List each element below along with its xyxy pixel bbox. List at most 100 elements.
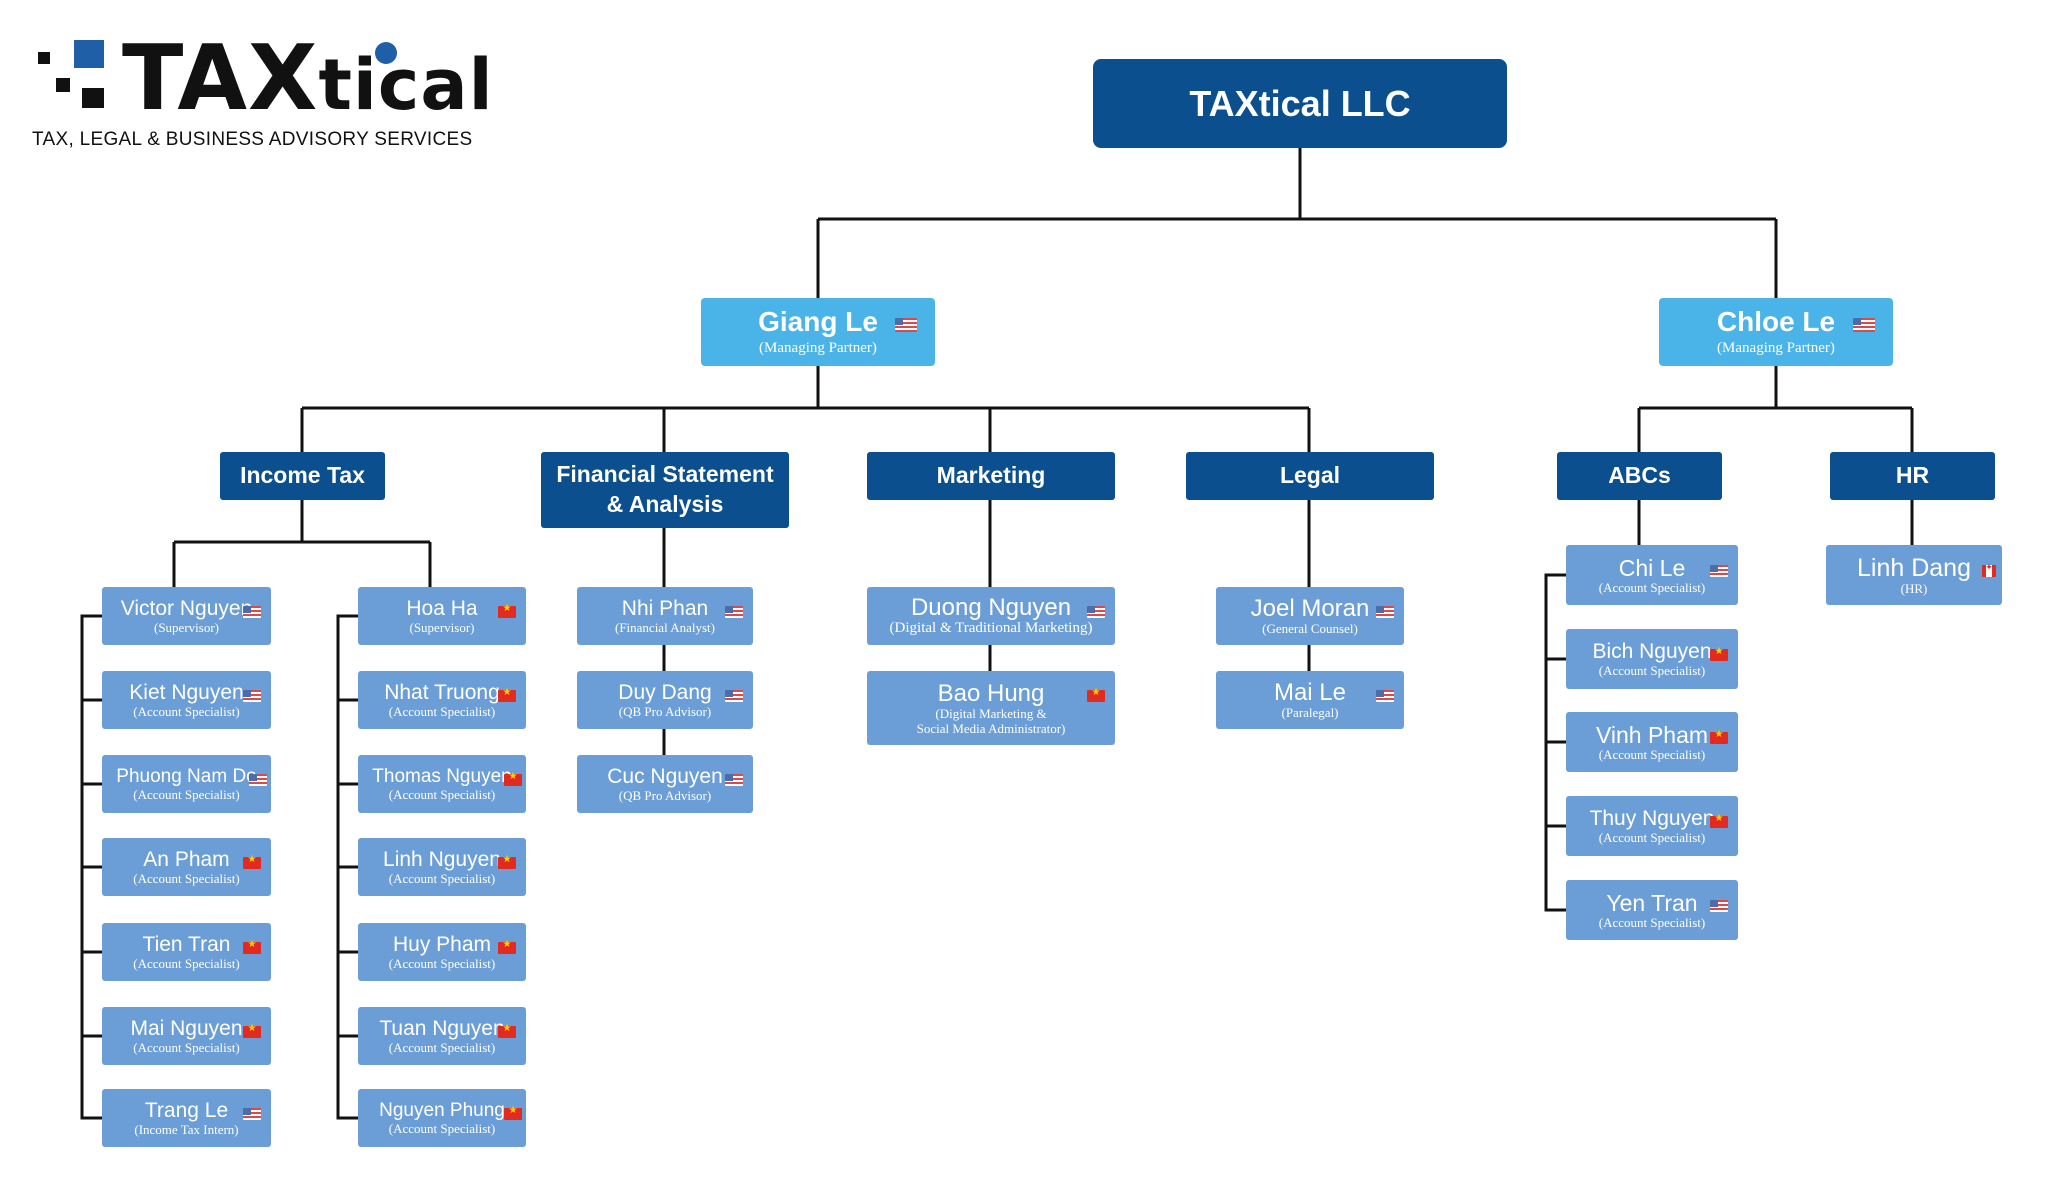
department-label: Marketing [936,462,1046,489]
employee-name: Mai Le [1273,679,1347,707]
us-flag-icon [725,606,743,618]
employee-card: An Pham (Account Specialist) [102,838,271,896]
vn-flag-icon [1710,647,1728,661]
employee-card: Mai Le (Paralegal) [1216,671,1404,729]
us-flag-icon [1087,606,1105,618]
employee-title: (General Counsel) [1262,621,1358,637]
partner-name: Chloe Le [1716,306,1836,338]
employee-title: (Account Specialist) [388,703,496,719]
logo-wordmark: TAXtical [122,26,494,131]
employee-name: Chi Le [1618,554,1686,581]
employee-title: (Account Specialist) [388,786,496,802]
us-flag-icon [1376,606,1394,618]
company-node: TAXtical LLC [1093,59,1507,148]
employee-title: (Account Specialist) [1598,579,1706,595]
employee-card: Hoa Ha (Supervisor) [358,587,526,645]
vn-flag-icon [504,772,522,786]
canada-flag-icon [1982,563,1996,577]
department-label: Legal [1279,462,1341,489]
partner-node: Chloe Le (Managing Partner) [1659,298,1893,366]
employee-card: Trang Le (Income Tax Intern) [102,1089,271,1147]
employee-card: Thomas Nguyen (Account Specialist) [358,755,526,813]
employee-card: Vinh Pham (Account Specialist) [1566,712,1738,772]
employee-card: Mai Nguyen (Account Specialist) [102,1007,271,1065]
employee-name: Phuong Nam Do [116,765,257,787]
employee-card: Yen Tran (Account Specialist) [1566,880,1738,940]
us-flag-icon [1376,690,1394,702]
us-flag-icon [243,606,261,618]
vn-flag-icon [1710,814,1728,828]
vn-flag-icon [498,604,516,618]
us-flag-icon [249,774,267,786]
employee-title: (Supervisor) [409,619,475,635]
employee-title: (Account Specialist) [1598,829,1706,845]
us-flag-icon [725,690,743,702]
employee-card: Joel Moran (General Counsel) [1216,587,1404,645]
vn-flag-icon [243,855,261,869]
employee-card: Nhi Phan (Financial Analyst) [577,587,753,645]
employee-name: Linh Nguyen [383,847,501,871]
taxtical-logo: TAXtical TAX, LEGAL & BUSINESS ADVISORY … [30,26,493,154]
employee-card: Nguyen Phung (Account Specialist) [358,1089,526,1147]
employee-title: (Account Specialist) [133,955,240,971]
employee-title: (Account Specialist) [388,1120,496,1136]
vn-flag-icon [498,855,516,869]
logo-dot-icon [375,42,397,64]
vn-flag-icon [498,688,516,702]
department-label: HR [1895,462,1930,489]
department-marketing: Marketing [867,452,1115,500]
vn-flag-icon [1087,688,1105,702]
pixel-squares-icon [30,34,120,114]
employee-card: Kiet Nguyen (Account Specialist) [102,671,271,729]
employee-title: (Account Specialist) [388,955,496,971]
employee-title: (Account Specialist) [1598,746,1706,762]
employee-card: Bao Hung (Digital Marketing & Social Med… [867,671,1115,745]
partner-node: Giang Le (Managing Partner) [701,298,935,366]
employee-name: Duong Nguyen [910,594,1072,622]
employee-name: Trang Le [144,1098,229,1122]
employee-title: (Income Tax Intern) [134,1121,239,1137]
vn-flag-icon [1710,730,1728,744]
employee-card: Phuong Nam Do (Account Specialist) [102,755,271,813]
partner-title: (Managing Partner) [1717,339,1835,356]
vn-flag-icon [498,1024,516,1038]
vn-flag-icon [243,1024,261,1038]
employee-name: Duy Dang [618,680,712,704]
employee-name: Tuan Nguyen [379,1016,505,1040]
employee-card: Linh Dang (HR) [1826,545,2002,605]
employee-name: Thuy Nguyen [1589,806,1715,830]
employee-name: Bich Nguyen [1592,639,1712,663]
employee-title: (Account Specialist) [1598,662,1706,678]
vn-flag-icon [504,1106,522,1120]
employee-title: (Paralegal) [1281,705,1339,721]
employee-name: Nhat Truong [384,680,500,704]
department-legal: Legal [1186,452,1434,500]
employee-name: Nguyen Phung [379,1099,505,1121]
employee-title: (Account Specialist) [133,1039,240,1055]
department-label: ABCs [1608,462,1671,489]
employee-card: Duong Nguyen (Digital & Traditional Mark… [867,587,1115,645]
employee-card: Duy Dang (QB Pro Advisor) [577,671,753,729]
employee-name: Thomas Nguyen [372,765,512,787]
employee-card: Nhat Truong (Account Specialist) [358,671,526,729]
employee-title: (QB Pro Advisor) [618,787,712,803]
employee-title: (HR) [1900,580,1928,596]
employee-name: Nhi Phan [621,596,709,620]
department-label: Financial Statement & Analysis [556,461,774,517]
employee-name: Huy Pham [392,932,492,956]
employee-card: Linh Nguyen (Account Specialist) [358,838,526,896]
employee-title: (Digital Marketing & [935,705,1047,721]
partner-name: Giang Le [758,306,878,338]
logo-tagline: TAX, LEGAL & BUSINESS ADVISORY SERVICES [32,129,473,150]
employee-card: Cuc Nguyen (QB Pro Advisor) [577,755,753,813]
employee-title: (Account Specialist) [388,870,496,886]
employee-name: Joel Moran [1250,595,1370,623]
vn-flag-icon [498,940,516,954]
department-abcs: ABCs [1557,452,1722,500]
employee-name: Vinh Pham [1595,721,1709,748]
employee-name: Victor Nguyen [120,596,253,620]
employee-name: Hoa Ha [406,596,478,620]
us-flag-icon [1710,565,1728,577]
partner-title: (Managing Partner) [759,339,877,356]
